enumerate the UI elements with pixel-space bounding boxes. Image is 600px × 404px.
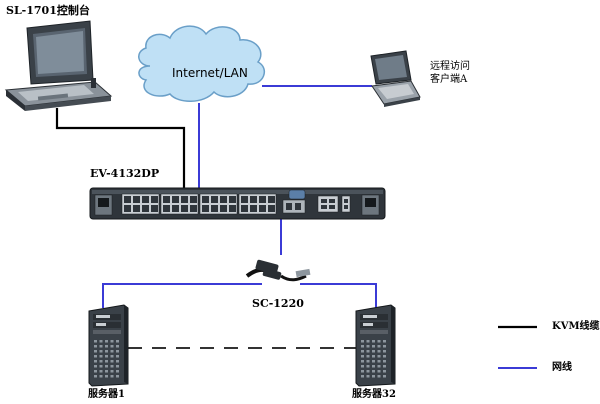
- switch-port: [142, 196, 149, 203]
- switch-port: [250, 205, 257, 212]
- legend-kvm-label: KVM线缆: [552, 321, 600, 332]
- switch-port: [259, 205, 266, 212]
- kvm-cable-console-to-switch: [55, 108, 186, 189]
- switch-port: [241, 205, 248, 212]
- switch-port: [220, 196, 227, 203]
- switch-port: [250, 196, 257, 203]
- switch-port: [133, 196, 140, 203]
- switch-port: [229, 205, 236, 212]
- switch-port: [268, 205, 275, 212]
- sc-1220-cable-icon: [245, 259, 311, 282]
- ev-4132dp-switch-icon: [89, 187, 386, 220]
- switch-port: [241, 196, 248, 203]
- sc-1220-label: SC-1220: [252, 297, 304, 310]
- switch-port: [259, 196, 266, 203]
- remote-client-laptop-icon: [370, 50, 421, 107]
- sl-1701-console-icon: [4, 20, 113, 111]
- console-label: SL-1701控制台: [6, 4, 90, 17]
- network-cable-to-server1: [102, 283, 262, 308]
- switch-port: [151, 196, 158, 203]
- switch-label: EV-4132DP: [90, 167, 160, 180]
- switch-port: [268, 196, 275, 203]
- switch-port: [202, 196, 209, 203]
- switch-port: [181, 205, 188, 212]
- switch-port-group: [121, 193, 277, 215]
- switch-port: [172, 205, 179, 212]
- switch-port: [124, 205, 131, 212]
- switch-port: [211, 196, 218, 203]
- network-cable-to-server32: [300, 283, 377, 308]
- cloud-label: Internet/LAN: [172, 66, 248, 80]
- server-1-icon: [88, 304, 129, 387]
- server-1-label: 服务器1: [88, 389, 125, 400]
- switch-port: [220, 205, 227, 212]
- switch-port: [211, 205, 218, 212]
- server-32-label: 服务器32: [352, 389, 396, 400]
- switch-port: [163, 205, 170, 212]
- switch-port: [229, 196, 236, 203]
- switch-port: [190, 205, 197, 212]
- switch-port: [202, 205, 209, 212]
- server-32-icon: [355, 304, 396, 387]
- switch-port: [190, 196, 197, 203]
- legend-network-label: 网线: [552, 362, 572, 373]
- switch-port: [163, 196, 170, 203]
- internet-lan-cloud: [138, 25, 266, 102]
- switch-port: [172, 196, 179, 203]
- switch-port: [142, 205, 149, 212]
- switch-port: [133, 205, 140, 212]
- remote-client-label-line2: 客户端A: [430, 74, 468, 85]
- switch-port: [181, 196, 188, 203]
- switch-port: [151, 205, 158, 212]
- switch-port: [124, 196, 131, 203]
- remote-client-label-line1: 远程访问: [430, 61, 470, 72]
